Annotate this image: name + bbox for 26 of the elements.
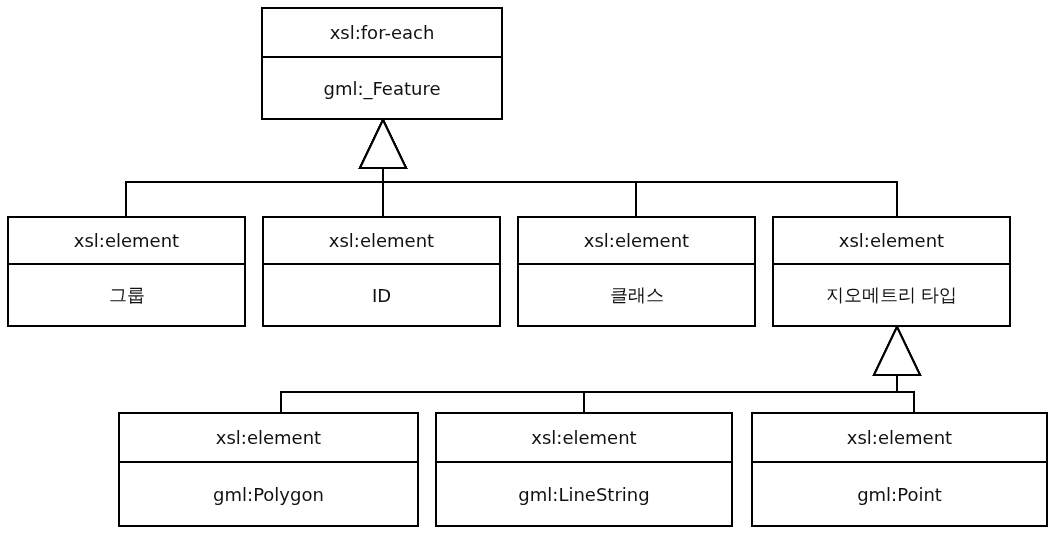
- class-stereotype: xsl:element: [215, 427, 322, 448]
- class-box: [751, 412, 1048, 527]
- class-stereotype: xsl:element: [531, 427, 637, 448]
- class-stereotype: xsl:element: [73, 230, 180, 251]
- inheritance-arrow: [359, 119, 898, 217]
- class-stereotype: xsl:element: [583, 230, 690, 251]
- class-name: 지오메트리 타입: [825, 283, 958, 307]
- class-box: [261, 7, 503, 120]
- class-name: gml:Polygon: [213, 483, 324, 505]
- class-stereotype: xsl:for-each: [329, 22, 435, 43]
- class-name: gml:_Feature: [323, 77, 441, 99]
- class-name: gml:LineString: [518, 483, 650, 505]
- class-name: gml:Point: [857, 483, 942, 505]
- class-box: [7, 216, 246, 327]
- class-box: [772, 216, 1011, 327]
- class-name: ID: [371, 284, 392, 306]
- class-stereotype: xsl:element: [328, 230, 435, 251]
- class-stereotype: xsl:element: [838, 230, 945, 251]
- class-box: [118, 412, 419, 527]
- inheritance-arrow: [873, 326, 921, 413]
- class-stereotype: xsl:element: [846, 427, 953, 448]
- class-box: [435, 412, 733, 527]
- class-name: 그룹: [108, 283, 145, 307]
- class-box: [517, 216, 756, 327]
- class-name: 클래스: [609, 283, 664, 307]
- class-box: [262, 216, 501, 327]
